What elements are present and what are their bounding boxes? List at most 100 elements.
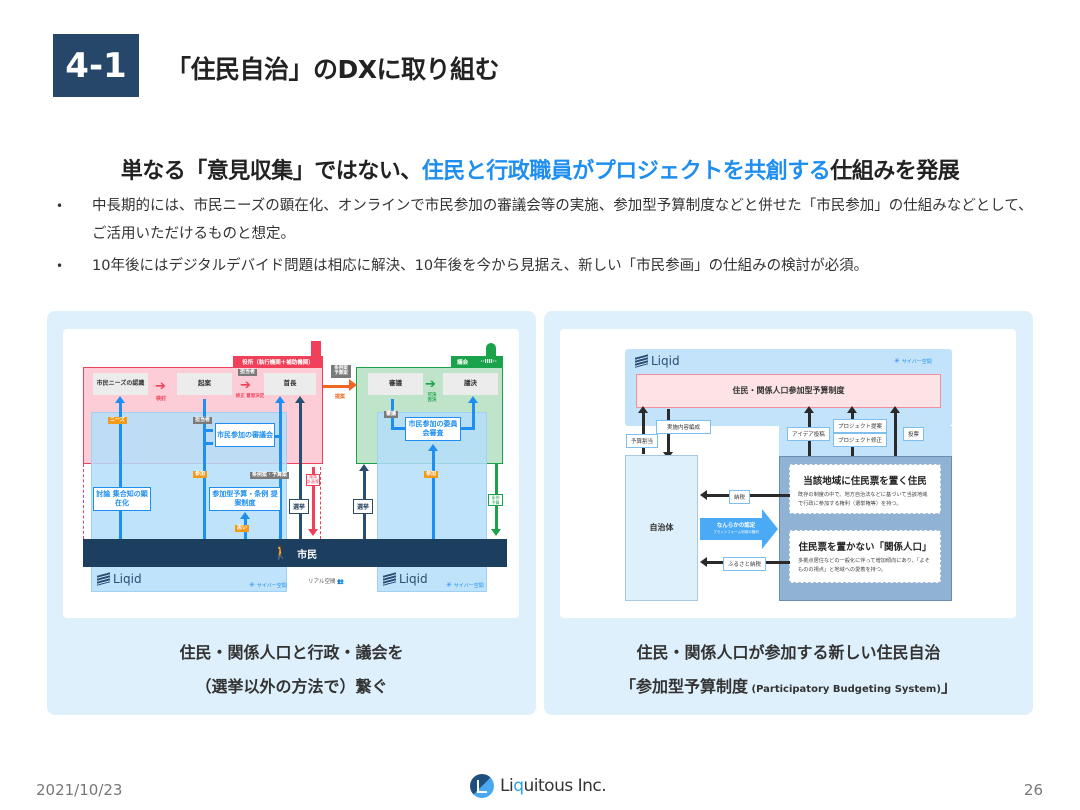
resident-card-title: 当該地域に住民票を置く住民 xyxy=(803,476,927,487)
arrowhead-left-icon xyxy=(700,490,707,500)
iinkai-box: 市民参加の委員会審査 xyxy=(405,417,461,441)
bullet-marker: • xyxy=(56,199,64,213)
jichitai-box: 自治体 xyxy=(625,455,698,601)
headline-suffix: 仕組みを発展 xyxy=(830,159,960,184)
liqid-logo-icon xyxy=(383,572,396,586)
sanka-tag-2: 参加 xyxy=(424,471,439,478)
real-space-label: リアル空間 👥 xyxy=(308,577,344,585)
kessai-label: 修正 意思決定 xyxy=(235,394,265,399)
headline-highlight: 住民と行政職員がプロジェクトを共創する xyxy=(421,159,831,184)
kento-label: 検討 xyxy=(156,396,167,402)
iinkai-arrow xyxy=(428,444,438,539)
right-caption: 住民・関係人口が参加する新しい住民自治 「参加型予算制度 (Participat… xyxy=(544,636,1033,707)
cyber-space-label: サイバー空間 xyxy=(249,581,287,589)
citizen-bar: 🚶 市民 xyxy=(83,539,507,567)
walking-person-icon: 🚶 xyxy=(272,545,290,561)
red-arrow-icon: ➔ xyxy=(240,378,251,393)
touhyou-label: 投票 xyxy=(903,427,925,441)
senkyo-label: 選挙 xyxy=(353,499,374,514)
citizen-label: 市民 xyxy=(297,549,318,561)
company-name-prefix: Li xyxy=(500,776,514,796)
shisaku-arrow xyxy=(308,467,318,536)
headline-prefix: 単なる「意見収集」ではない、 xyxy=(120,159,423,184)
nintei-arrowhead-icon xyxy=(762,509,778,549)
shisaku-label: 施策 計画等 xyxy=(306,474,320,486)
resident-card: 当該地域に住民票を置く住民 既存の制度の中で、地方自治法などに基づいて当該地域で… xyxy=(789,464,941,514)
right-panel: Liqid サイバー空間 住民・関係人口参加型予算制度 予算割当 実施内容編成 … xyxy=(544,311,1033,715)
yosan-wariate-label: 予算割当 xyxy=(626,434,659,448)
kankei-jinko-card: 住民票を置かない「関係人口」 多拠点居住などの一般化に伴って増加傾向にあり、「よ… xyxy=(789,530,941,583)
left-panel: 役所（執行機関＋補助機関） 議会 ··IIII·· 市民ニーズの認識 起案 首長… xyxy=(47,311,536,715)
yosan-teian-box: 参加型予算・条例 提案制度 xyxy=(209,487,281,511)
left-diagram: 役所（執行機関＋補助機関） 議会 ··IIII·· 市民ニーズの認識 起案 首長… xyxy=(63,329,519,618)
bullet-item: • 中長期的には、市民ニーズの顕在化、オンラインで市民参加の審議会等の実施、参加… xyxy=(56,192,1046,248)
company-name-q: q xyxy=(513,776,524,796)
people-icon: 👥 xyxy=(337,579,345,585)
shucho-box: 首長 xyxy=(264,373,316,395)
liqid-logo: Liqid xyxy=(97,572,142,586)
real-space-text: リアル空間 xyxy=(308,579,336,585)
nouzei-label: 納税 xyxy=(729,490,751,504)
branch-line xyxy=(203,442,213,445)
gikai-icon: ··IIII·· xyxy=(480,358,497,365)
bullet-marker: • xyxy=(56,259,64,273)
liqid-logo-text: Liqid xyxy=(651,354,680,368)
dashed-line xyxy=(83,464,84,539)
liqid-logo-text: Liqid xyxy=(399,572,428,586)
furusato-label: ふるさと納税 xyxy=(723,557,767,571)
nintei-sub-label: プラットフォーム利用の権利 xyxy=(713,530,759,534)
left-caption-line1: 住民・関係人口と行政・議会を xyxy=(179,643,404,662)
kaketsu-label: 可決 否決 xyxy=(427,393,437,404)
left-caption: 住民・関係人口と行政・議会を （選挙以外の方法で）繋ぐ xyxy=(47,636,536,704)
teian-label: 提案 xyxy=(335,394,346,400)
system-title-box: 住民・関係人口参加型予算制度 xyxy=(636,374,941,408)
bullet-list: • 中長期的には、市民ニーズの顕在化、オンラインで市民参加の審議会等の実施、参加… xyxy=(56,192,1046,280)
branch-line xyxy=(391,427,405,430)
tantousha-tag: 担当者 xyxy=(238,369,258,376)
company-name: Liquitous Inc. xyxy=(500,776,607,796)
jisshi-hensei-label: 実施内容編成 xyxy=(656,420,712,434)
liqid-logo: Liqid xyxy=(383,572,428,586)
giketsu-arrow xyxy=(468,396,478,429)
teian-arrow-line xyxy=(323,385,353,388)
liqid-logo-icon xyxy=(97,572,110,586)
bullet-text: 10年後にはデジタルデバイド問題は相応に解決、10年後を今から見据え、新しい「市… xyxy=(92,258,869,274)
right-diagram: Liqid サイバー空間 住民・関係人口参加型予算制度 予算割当 実施内容編成 … xyxy=(560,329,1016,618)
jorei-yosan-tag: 条例案・予算案 xyxy=(250,472,290,479)
tantousha-tag-2: 担当者 xyxy=(193,417,213,424)
yakusho-label: 役所（執行機関＋補助機関） xyxy=(233,356,323,367)
touhyou-arrow xyxy=(890,406,899,456)
needs-tag: ニーズ xyxy=(108,417,127,424)
headline: 単なる「意見収集」ではない、住民と行政職員がプロジェクトを共創する仕組みを発展 xyxy=(0,153,1080,185)
omoi-tag: 思い xyxy=(235,525,250,532)
arrowhead-left-icon xyxy=(700,557,707,567)
shingi-tag: 審議 xyxy=(384,411,399,418)
branch-line xyxy=(461,427,475,430)
liquitous-logo-icon xyxy=(470,774,494,798)
caption-end: 」 xyxy=(940,677,957,696)
caption-main: 「参加型予算制度 xyxy=(620,677,749,696)
project-shusei-label: プロジェクト修正 xyxy=(833,433,888,447)
branch-line xyxy=(275,435,281,438)
page-number: 26 xyxy=(1023,781,1043,799)
sanka-tag: 参加 xyxy=(193,471,208,478)
yosan-wariate-arrow xyxy=(638,406,647,454)
company-logo: Liquitous Inc. xyxy=(470,774,607,798)
project-teian-label: プロジェクト提案 xyxy=(833,419,888,433)
dashed-line xyxy=(320,467,321,539)
dome-icon xyxy=(486,343,496,356)
footer-date: 2021/10/23 xyxy=(36,781,123,799)
bullet-text: 中長期的には、市民ニーズの顕在化、オンラインで市民参加の審議会等の実施、参加型予… xyxy=(92,198,1033,242)
senkyo-label: 選挙 xyxy=(289,499,310,514)
bullet-item: • 10年後にはデジタルデバイド問題は相応に解決、10年後を今から見据え、新しい… xyxy=(56,252,1046,280)
senkyo-arrow-shucho xyxy=(295,396,305,539)
liqid-logo: Liqid xyxy=(635,354,680,368)
needs-arrow xyxy=(115,396,125,539)
idea-label: アイデア投稿 xyxy=(787,427,830,441)
teian-arrowhead-icon xyxy=(349,379,357,391)
nintei-arrow xyxy=(700,518,764,540)
left-caption-line2: （選挙以外の方法で）繋ぐ xyxy=(195,677,388,696)
caption-english: (Participatory Budgeting System) xyxy=(748,684,941,695)
cyber-space-label: サイバー空間 xyxy=(446,581,484,589)
nintei-label: なんらかの認定 xyxy=(716,523,756,529)
